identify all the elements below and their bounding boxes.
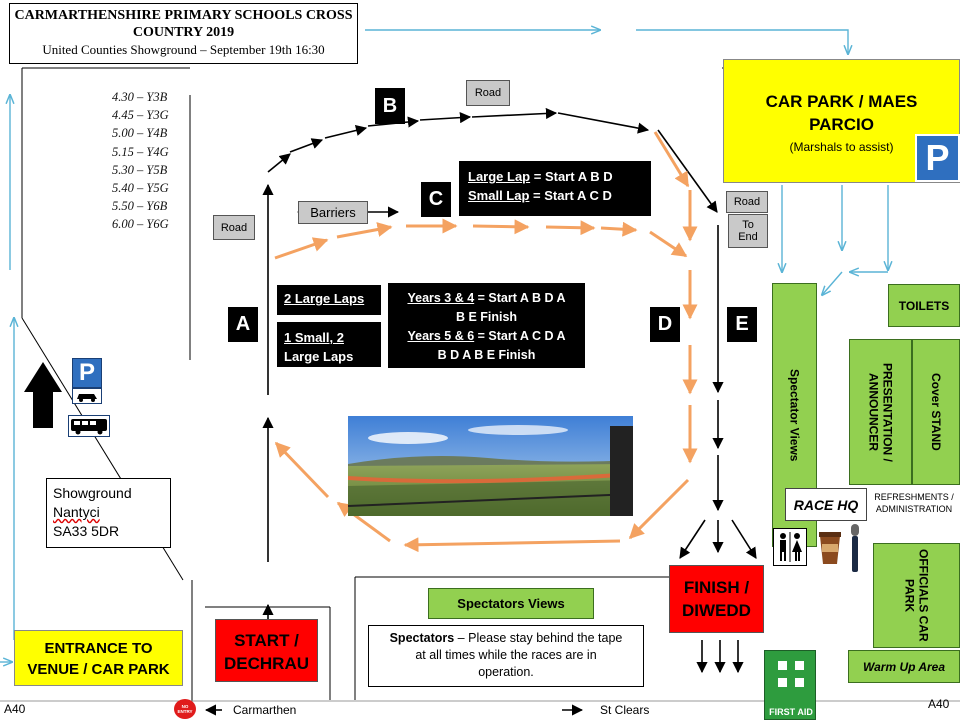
entrance-line1: ENTRANCE TO <box>44 640 153 657</box>
refreshments-line2: ADMINISTRATION <box>875 504 953 514</box>
schedule-item: 5.30 – Y5B <box>112 162 168 177</box>
years-5-6-value: = Start A C D A <box>474 329 566 343</box>
st-clears-label: St Clears <box>600 703 650 717</box>
access-arrows <box>0 30 888 662</box>
car-park-note: (Marshals to assist) <box>789 140 894 154</box>
two-large-laps: 2 Large Laps <box>284 291 365 306</box>
start-line1: START / <box>234 631 299 650</box>
schedule-item: 5.40 – Y5G <box>112 181 169 196</box>
left-parking-icon: P <box>72 358 102 388</box>
refreshments-admin: REFRESHMENTS / ADMINISTRATION <box>868 488 960 518</box>
car-icon <box>72 388 102 404</box>
warm-up-area: Warm Up Area <box>848 650 960 683</box>
spectators-notice-text3: operation. <box>478 665 534 679</box>
finish-box: FINISH / DIWEDD <box>669 565 764 633</box>
road-label-right: Road <box>726 191 768 213</box>
event-subtitle: United Counties Showground – September 1… <box>42 42 325 57</box>
years-5-6-line2: B D A B E Finish <box>437 348 536 362</box>
address-line1: Showground <box>53 485 132 501</box>
toilets-area: TOILETS <box>888 284 960 327</box>
first-aid-cross-icon <box>778 661 804 687</box>
race-schedule: 4.30 – Y3B 4.45 – Y3G 5.00 – Y4B 5.15 – … <box>112 88 192 234</box>
start-line2: DECHRAU <box>224 654 309 673</box>
toilets-icon <box>773 528 807 566</box>
car-park-title-line2: PARCIO <box>809 115 874 134</box>
large-lap-key: Large Lap <box>468 169 531 184</box>
race-hq: RACE HQ <box>785 488 867 521</box>
event-title-line1: CARMARTHENSHIRE PRIMARY SCHOOLS CROSS <box>14 8 353 23</box>
spectators-notice-text1: – Please stay behind the tape <box>454 631 623 645</box>
checkpoint-d: D <box>650 307 680 342</box>
one-small-line2: Large Laps <box>284 349 354 364</box>
a40-left-label: A40 <box>4 702 26 716</box>
car-park-title-line1: CAR PARK / MAES <box>765 92 918 111</box>
bus-icon <box>68 415 110 437</box>
to-end-label: To End <box>728 214 768 248</box>
schedule-item: 5.00 – Y4B <box>112 126 168 141</box>
cover-stand-area: Cover STAND <box>912 339 960 485</box>
small-lap-value: = Start A C D <box>529 188 612 203</box>
road-label-left: Road <box>213 215 255 240</box>
schedule-item: 5.15 – Y4G <box>112 144 169 159</box>
checkpoint-a: A <box>228 307 258 342</box>
finish-line2: DIWEDD <box>682 601 751 620</box>
entrance-line2: VENUE / CAR PARK <box>27 661 170 678</box>
spectators-views-area: Spectators Views <box>428 588 594 619</box>
spectators-notice: Spectators – Please stay behind the tape… <box>368 625 644 687</box>
schedule-item: 6.00 – Y6G <box>112 217 169 232</box>
one-small-two-large-box: 1 Small, 2 Large Laps <box>277 322 381 367</box>
presentation-announcer-area: PRESENTATION / ANNOUNCER <box>849 339 912 485</box>
venue-address: Showground Nantyci SA33 5DR <box>46 478 171 548</box>
schedule-item: 4.30 – Y3B <box>112 90 168 104</box>
address-line2: Nantyci <box>53 504 100 520</box>
large-lap-value: = Start A B D <box>530 169 613 184</box>
no-entry-sign-icon: NO ENTRY <box>174 699 196 719</box>
checkpoint-b: B <box>375 88 405 124</box>
parking-sign-icon: P <box>915 134 960 182</box>
north-arrow <box>24 362 62 428</box>
years-3-4-line2: B E Finish <box>455 310 518 324</box>
two-large-laps-box: 2 Large Laps <box>277 285 381 315</box>
years-3-4-value: = Start A B D A <box>474 291 566 305</box>
carmarthen-label: Carmarthen <box>233 703 297 717</box>
road-label-top: Road <box>466 80 510 106</box>
schedule-item: 5.50 – Y6B <box>112 199 168 214</box>
spectators-notice-text2: at all times while the races are in <box>415 648 597 662</box>
a40-right-label: A40 <box>928 697 950 711</box>
microphone-icon <box>851 524 859 572</box>
event-title-box: CARMARTHENSHIRE PRIMARY SCHOOLS CROSS CO… <box>9 3 358 64</box>
orange-route-arrows <box>274 131 698 553</box>
years-3-4-key: Years 3 & 4 <box>407 291 475 305</box>
one-small-line1: 1 Small, 2 <box>284 330 344 345</box>
start-box: START / DECHRAU <box>215 619 318 682</box>
first-aid-sign: FIRST AID <box>764 650 816 720</box>
schedule-item: 4.45 – Y3G <box>112 108 169 123</box>
entrance-box: ENTRANCE TO VENUE / CAR PARK <box>14 630 183 686</box>
spectators-notice-bold: Spectators <box>389 631 455 645</box>
checkpoint-c: C <box>421 182 451 217</box>
to-end-line1: To <box>742 219 754 231</box>
to-end-line2: End <box>738 231 758 243</box>
first-aid-label: FIRST AID <box>769 707 813 717</box>
lap-definitions: Large Lap = Start A B D Small Lap = Star… <box>459 161 651 216</box>
coffee-cup-icon <box>819 532 841 564</box>
refreshments-line1: REFRESHMENTS / <box>874 492 954 502</box>
years-5-6-key: Years 5 & 6 <box>407 329 475 343</box>
year-route-box: Years 3 & 4 = Start A B D A B E Finish Y… <box>388 283 585 368</box>
finish-line1: FINISH / <box>683 578 750 597</box>
field-panorama-photo <box>348 416 633 516</box>
small-lap-key: Small Lap <box>468 188 530 203</box>
event-title-line2: COUNTRY 2019 <box>132 25 235 40</box>
officials-car-park: OFFICIALS CAR PARK <box>873 543 960 648</box>
barriers-label: Barriers <box>298 201 368 224</box>
address-line3: SA33 5DR <box>53 523 120 539</box>
checkpoint-e: E <box>727 307 757 342</box>
